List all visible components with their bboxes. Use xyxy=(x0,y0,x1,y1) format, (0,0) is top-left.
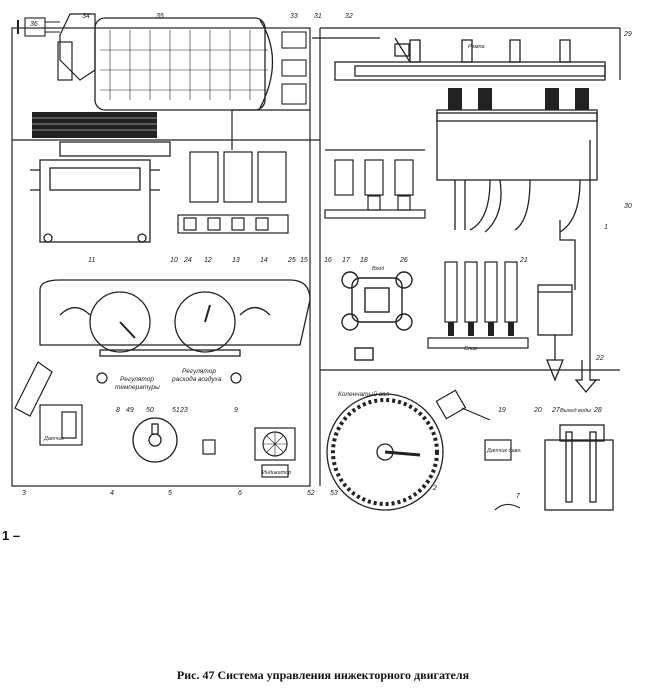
callout-10: 10 xyxy=(170,257,178,264)
gauge-speedometer xyxy=(89,291,151,353)
callout-14: 14 xyxy=(260,257,268,264)
sensor-34 xyxy=(57,13,96,81)
inlet-label: Вход xyxy=(372,266,384,272)
injection-system-diagram: 1 2 3 4 5 6 7 8 9 10 11 12 13 14 15 16 1… xyxy=(11,13,632,511)
drain-label: Слив xyxy=(464,346,477,352)
callout-7: 7 xyxy=(516,493,521,500)
air-sensor-label: Датчик xyxy=(43,436,64,442)
callout-11: 11 xyxy=(88,257,95,264)
component-labels: Регулятор температуры Регулятор расхода … xyxy=(43,44,591,476)
engine-block-30 xyxy=(436,88,600,381)
callout-28: 28 xyxy=(593,407,602,414)
callout-19: 19 xyxy=(498,407,506,414)
callout-21: 21 xyxy=(519,257,528,264)
callout-13: 13 xyxy=(232,257,240,264)
callout-31: 31 xyxy=(314,13,322,20)
toggle-switch xyxy=(202,439,216,455)
callout-23: 23 xyxy=(179,407,188,414)
callout-36: 36 xyxy=(30,21,38,28)
control-unit-35 xyxy=(94,17,274,111)
crank-sensor-19 xyxy=(435,389,512,461)
callout-33: 33 xyxy=(290,13,298,20)
temp-regulator-label-2: температуры xyxy=(115,384,160,391)
callout-20: 20 xyxy=(533,407,542,414)
instrument-panel xyxy=(39,279,311,357)
fuel-rail-29 xyxy=(334,37,606,81)
callout-49: 49 xyxy=(126,407,134,414)
connector-7 xyxy=(494,503,521,511)
callout-34: 34 xyxy=(82,13,90,20)
air-regulator-label-2: расхода воздуха xyxy=(171,375,222,383)
regulator-knobs xyxy=(96,372,242,384)
ignition-module-11 xyxy=(30,141,171,243)
callout-17: 17 xyxy=(342,257,351,264)
vessel-28 xyxy=(544,424,614,511)
fuel-filter-22 xyxy=(537,284,598,394)
callout-18: 18 xyxy=(360,257,368,264)
indicator-label: Индикатор xyxy=(262,470,291,476)
crankshaft-label: Коленчатый вал xyxy=(338,390,390,398)
gauge-tachometer xyxy=(174,291,236,353)
callout-35: 35 xyxy=(156,13,164,20)
callout-12: 12 xyxy=(204,257,212,264)
outlet-water-label: Выход воды xyxy=(560,408,591,414)
throttle-body-18 xyxy=(341,271,413,361)
gauge-small-left xyxy=(59,306,91,316)
gauge-small-right xyxy=(239,306,271,316)
callout-8: 8 xyxy=(116,407,120,414)
callout-24: 24 xyxy=(183,257,192,264)
injector-rack-21 xyxy=(427,261,529,349)
figure-caption: Рис. 47 Система управления инжекторного … xyxy=(176,668,470,682)
callout-4: 4 xyxy=(110,490,114,497)
callout-1: 1 xyxy=(604,224,608,231)
callout-9: 9 xyxy=(234,407,238,414)
callout-labels: 1 2 3 4 5 6 7 8 9 10 11 12 13 14 15 16 1… xyxy=(22,13,632,500)
air-regulator-label-1: Регулятор xyxy=(182,368,216,375)
relay-block-33 xyxy=(281,31,307,105)
wiring-frame-left xyxy=(11,27,311,487)
fuel-rail-label: Рампа xyxy=(468,44,485,50)
callout-22: 22 xyxy=(595,355,604,362)
callout-51: 51 xyxy=(172,407,180,414)
callout-53: 53 xyxy=(330,490,338,497)
sensor-bracket-16-17 xyxy=(324,149,426,219)
callout-3: 3 xyxy=(22,490,26,497)
callout-52: 52 xyxy=(307,490,315,497)
crankshaft-wheel-2 xyxy=(326,393,444,511)
callout-15: 15 xyxy=(300,257,308,264)
sensor-36 xyxy=(17,17,60,37)
legend-start: 1 – xyxy=(2,528,21,543)
callout-30: 30 xyxy=(624,203,632,210)
callout-5: 5 xyxy=(168,490,172,497)
injectors xyxy=(409,39,571,63)
ignition-switch-5 xyxy=(132,417,178,463)
temp-regulator-label-1: Регулятор xyxy=(120,376,154,383)
callout-25: 25 xyxy=(287,257,296,264)
callout-16: 16 xyxy=(324,257,332,264)
callout-2: 2 xyxy=(432,485,437,492)
callout-32: 32 xyxy=(345,13,353,20)
callout-6: 6 xyxy=(238,490,242,497)
sensor-3 xyxy=(14,361,83,446)
callout-29: 29 xyxy=(623,31,632,38)
callout-50: 50 xyxy=(146,407,154,414)
ignition-coils-12-14 xyxy=(177,151,289,234)
pressure-sensor-label: Датчик давл. xyxy=(486,448,522,454)
fan-indicator-6 xyxy=(254,427,296,478)
radiator-10 xyxy=(32,112,157,138)
callout-27: 27 xyxy=(551,407,561,414)
callout-26: 26 xyxy=(399,257,408,264)
